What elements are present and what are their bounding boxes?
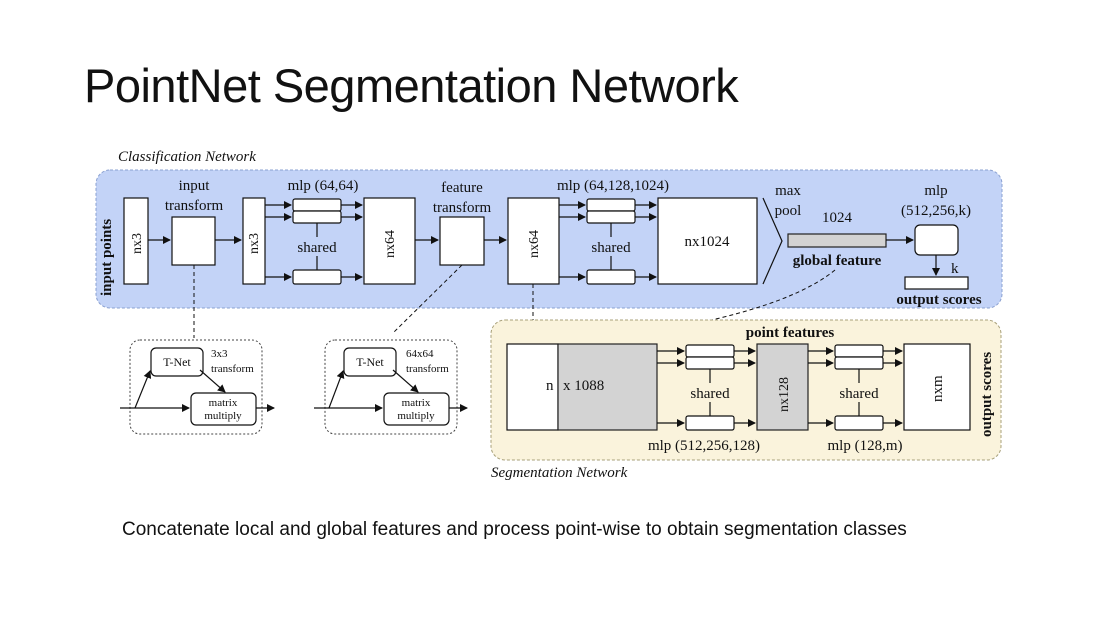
seg-mlp1-unit-bot	[685, 415, 735, 431]
input-transform-box	[171, 216, 216, 266]
classification-output-scores-label: output scores	[896, 292, 981, 308]
global-feature-dim-label: 1024	[822, 210, 853, 226]
nxm-label: nxm	[930, 375, 946, 402]
global-feature-label: global feature	[793, 253, 882, 269]
tnet1-box	[150, 347, 204, 377]
output-scores-box	[904, 276, 969, 290]
tnet2-label: T-Net	[356, 355, 384, 369]
seg-mlp2-unit-bot	[834, 415, 884, 431]
nx128-label: nx128	[777, 377, 792, 412]
seg-mlp2-unit-top	[834, 344, 884, 358]
x1088-label: x 1088	[563, 378, 604, 394]
tnet1-multiply-label: multiply	[204, 410, 242, 422]
mlp3-box	[914, 224, 959, 256]
tnet1-branch-up	[134, 370, 152, 409]
tnet1-matrix-multiply-box	[190, 392, 257, 426]
tnet2-matrix-label: matrix	[402, 397, 431, 409]
mlp2-unit-bot	[586, 269, 636, 285]
input-points-box	[123, 197, 149, 285]
nx1024-label: nx1024	[685, 234, 731, 250]
tnet2-multiply-label: multiply	[397, 410, 435, 422]
seg-mlp1-label: mlp (512,256,128)	[648, 438, 760, 454]
nx128-box	[756, 343, 809, 431]
mlp1-unit-top	[292, 198, 342, 212]
classification-network-label: Classification Network	[118, 149, 256, 165]
nx64-label-b: nx64	[527, 230, 542, 258]
tnet1-matrix-label: matrix	[209, 397, 238, 409]
point-features-label: point features	[746, 325, 835, 341]
tnet2-connector	[393, 264, 463, 333]
nx3-input-label: nx3	[130, 233, 145, 254]
tnet2-matrix-multiply-box	[383, 392, 450, 426]
tnet1-transform-label: transform	[211, 363, 254, 375]
concat-features-box	[557, 343, 658, 431]
local-features-box	[506, 343, 559, 431]
nx3-transformed-box	[242, 197, 266, 285]
input-transform-label-line2: transform	[165, 198, 224, 214]
mlp3-label-line1: mlp	[924, 183, 947, 199]
slide-caption: Concatenate local and global features an…	[122, 519, 907, 540]
mlp2-shared-label: shared	[591, 240, 631, 256]
mlp1-shared-label: shared	[297, 240, 337, 256]
segmentation-network-label: Segmentation Network	[491, 465, 628, 481]
tnet2-transform-label: transform	[406, 363, 449, 375]
seg-mlp1-unit-mid	[685, 356, 735, 370]
nx1024-box	[657, 197, 758, 285]
nx64-label-a: nx64	[383, 230, 398, 258]
seg-mlp1-shared-label: shared	[690, 386, 730, 402]
tnet2-box	[343, 347, 397, 377]
tnet1-label: T-Net	[163, 355, 191, 369]
slide-title: PointNet Segmentation Network	[84, 59, 739, 112]
tnet2-dim-label: 64x64	[406, 348, 434, 360]
nx64-box-a	[363, 197, 416, 285]
tnet1-dim-label: 3x3	[211, 348, 228, 360]
tnet1-to-multiply	[199, 369, 226, 393]
seg-mlp2-shared-label: shared	[839, 386, 879, 402]
nx64-box-b	[507, 197, 560, 285]
max-pool-label-line2: pool	[775, 203, 802, 219]
feature-transform-label-line1: feature	[441, 180, 483, 196]
seg-mlp1-unit-top	[685, 344, 735, 358]
input-transform-label-line1: input	[179, 178, 211, 194]
mlp-64-128-1024-label: mlp (64,128,1024)	[557, 178, 669, 194]
mlp2-unit-mid	[586, 210, 636, 224]
tnet2-to-multiply	[392, 369, 419, 393]
seg-mlp2-label: mlp (128,m)	[828, 438, 903, 454]
feature-transform-box	[439, 216, 485, 266]
k-label: k	[951, 261, 959, 277]
nx3-transformed-label: nx3	[247, 233, 262, 254]
mlp-64-64-label: mlp (64,64)	[288, 178, 359, 194]
max-pool-label-line1: max	[775, 183, 801, 199]
nxm-box	[903, 343, 971, 431]
tnet2-branch-up	[328, 370, 345, 409]
mlp2-unit-top	[586, 198, 636, 212]
global-feature-bar	[787, 233, 887, 248]
mlp1-unit-mid	[292, 210, 342, 224]
segmentation-output-scores-label: output scores	[979, 352, 995, 437]
feature-transform-label-line2: transform	[433, 200, 492, 216]
input-points-label: input points	[99, 219, 115, 296]
mlp1-unit-bot	[292, 269, 342, 285]
max-pool-chevron	[762, 197, 783, 285]
n-label: n	[546, 378, 554, 394]
mlp3-label-line2: (512,256,k)	[901, 203, 971, 219]
seg-mlp2-unit-mid	[834, 356, 884, 370]
